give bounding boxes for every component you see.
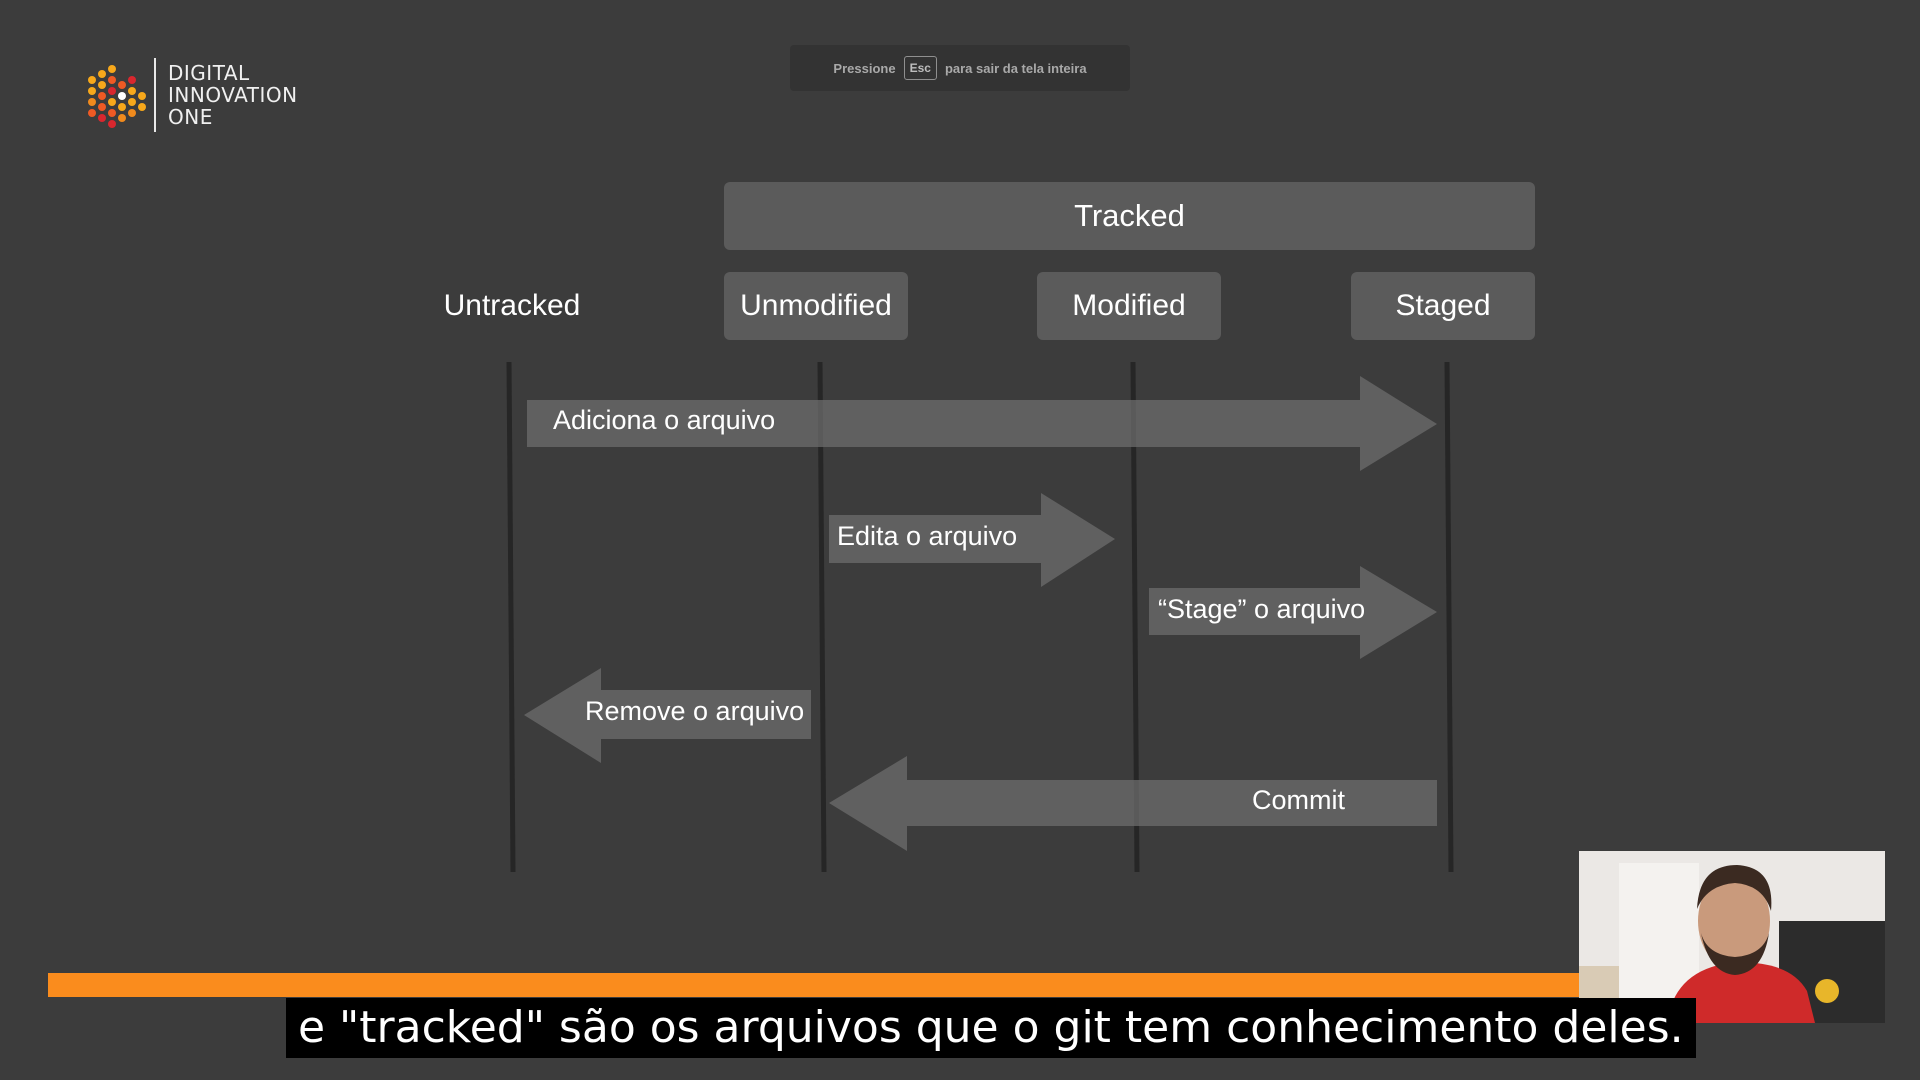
- brand-logo: DIGITAL INNOVATION ONE: [86, 58, 298, 132]
- arrow-add-label: Adiciona o arquivo: [553, 405, 776, 435]
- arrow-remove: [524, 668, 811, 763]
- notice-prefix: Pressione: [833, 60, 896, 76]
- esc-key: Esc: [903, 56, 937, 80]
- arrow-add: [527, 376, 1437, 471]
- state-staged: Staged: [1351, 272, 1535, 340]
- brand-line-2: INNOVATION: [168, 83, 298, 107]
- presenter-webcam: [1579, 851, 1885, 1023]
- presenter-video-icon: [1579, 851, 1885, 1023]
- state-unmodified: Unmodified: [724, 272, 908, 340]
- fullscreen-exit-notice: Pressione Esc para sair da tela inteira: [790, 45, 1130, 91]
- brand-name: DIGITAL INNOVATION ONE: [168, 62, 298, 128]
- lifeline-untracked: [506, 361, 516, 873]
- tracked-group-label: Tracked: [724, 182, 1535, 250]
- state-untracked: Untracked: [443, 289, 581, 322]
- arrow-edit-label: Edita o arquivo: [837, 521, 1018, 551]
- arrow-edit: [829, 493, 1115, 587]
- notice-suffix: para sair da tela inteira: [944, 60, 1087, 76]
- dio-logo-icon: [88, 65, 146, 128]
- lifeline-staged: [1444, 361, 1454, 873]
- arrow-stage: [1149, 566, 1437, 659]
- state-modified: Modified: [1037, 272, 1221, 340]
- brand-line-1: DIGITAL: [168, 61, 250, 85]
- arrow-commit: [829, 756, 1437, 851]
- arrow-remove-label: Remove o arquivo: [585, 696, 805, 726]
- video-progress-bar[interactable]: [48, 973, 1632, 997]
- arrow-commit-label: Commit: [1252, 785, 1345, 815]
- arrow-stage-label: “Stage” o arquivo: [1158, 594, 1366, 624]
- video-subtitle: e "tracked" são os arquivos que o git te…: [286, 998, 1696, 1058]
- brand-line-3: ONE: [168, 105, 213, 129]
- logo-divider: [154, 58, 156, 132]
